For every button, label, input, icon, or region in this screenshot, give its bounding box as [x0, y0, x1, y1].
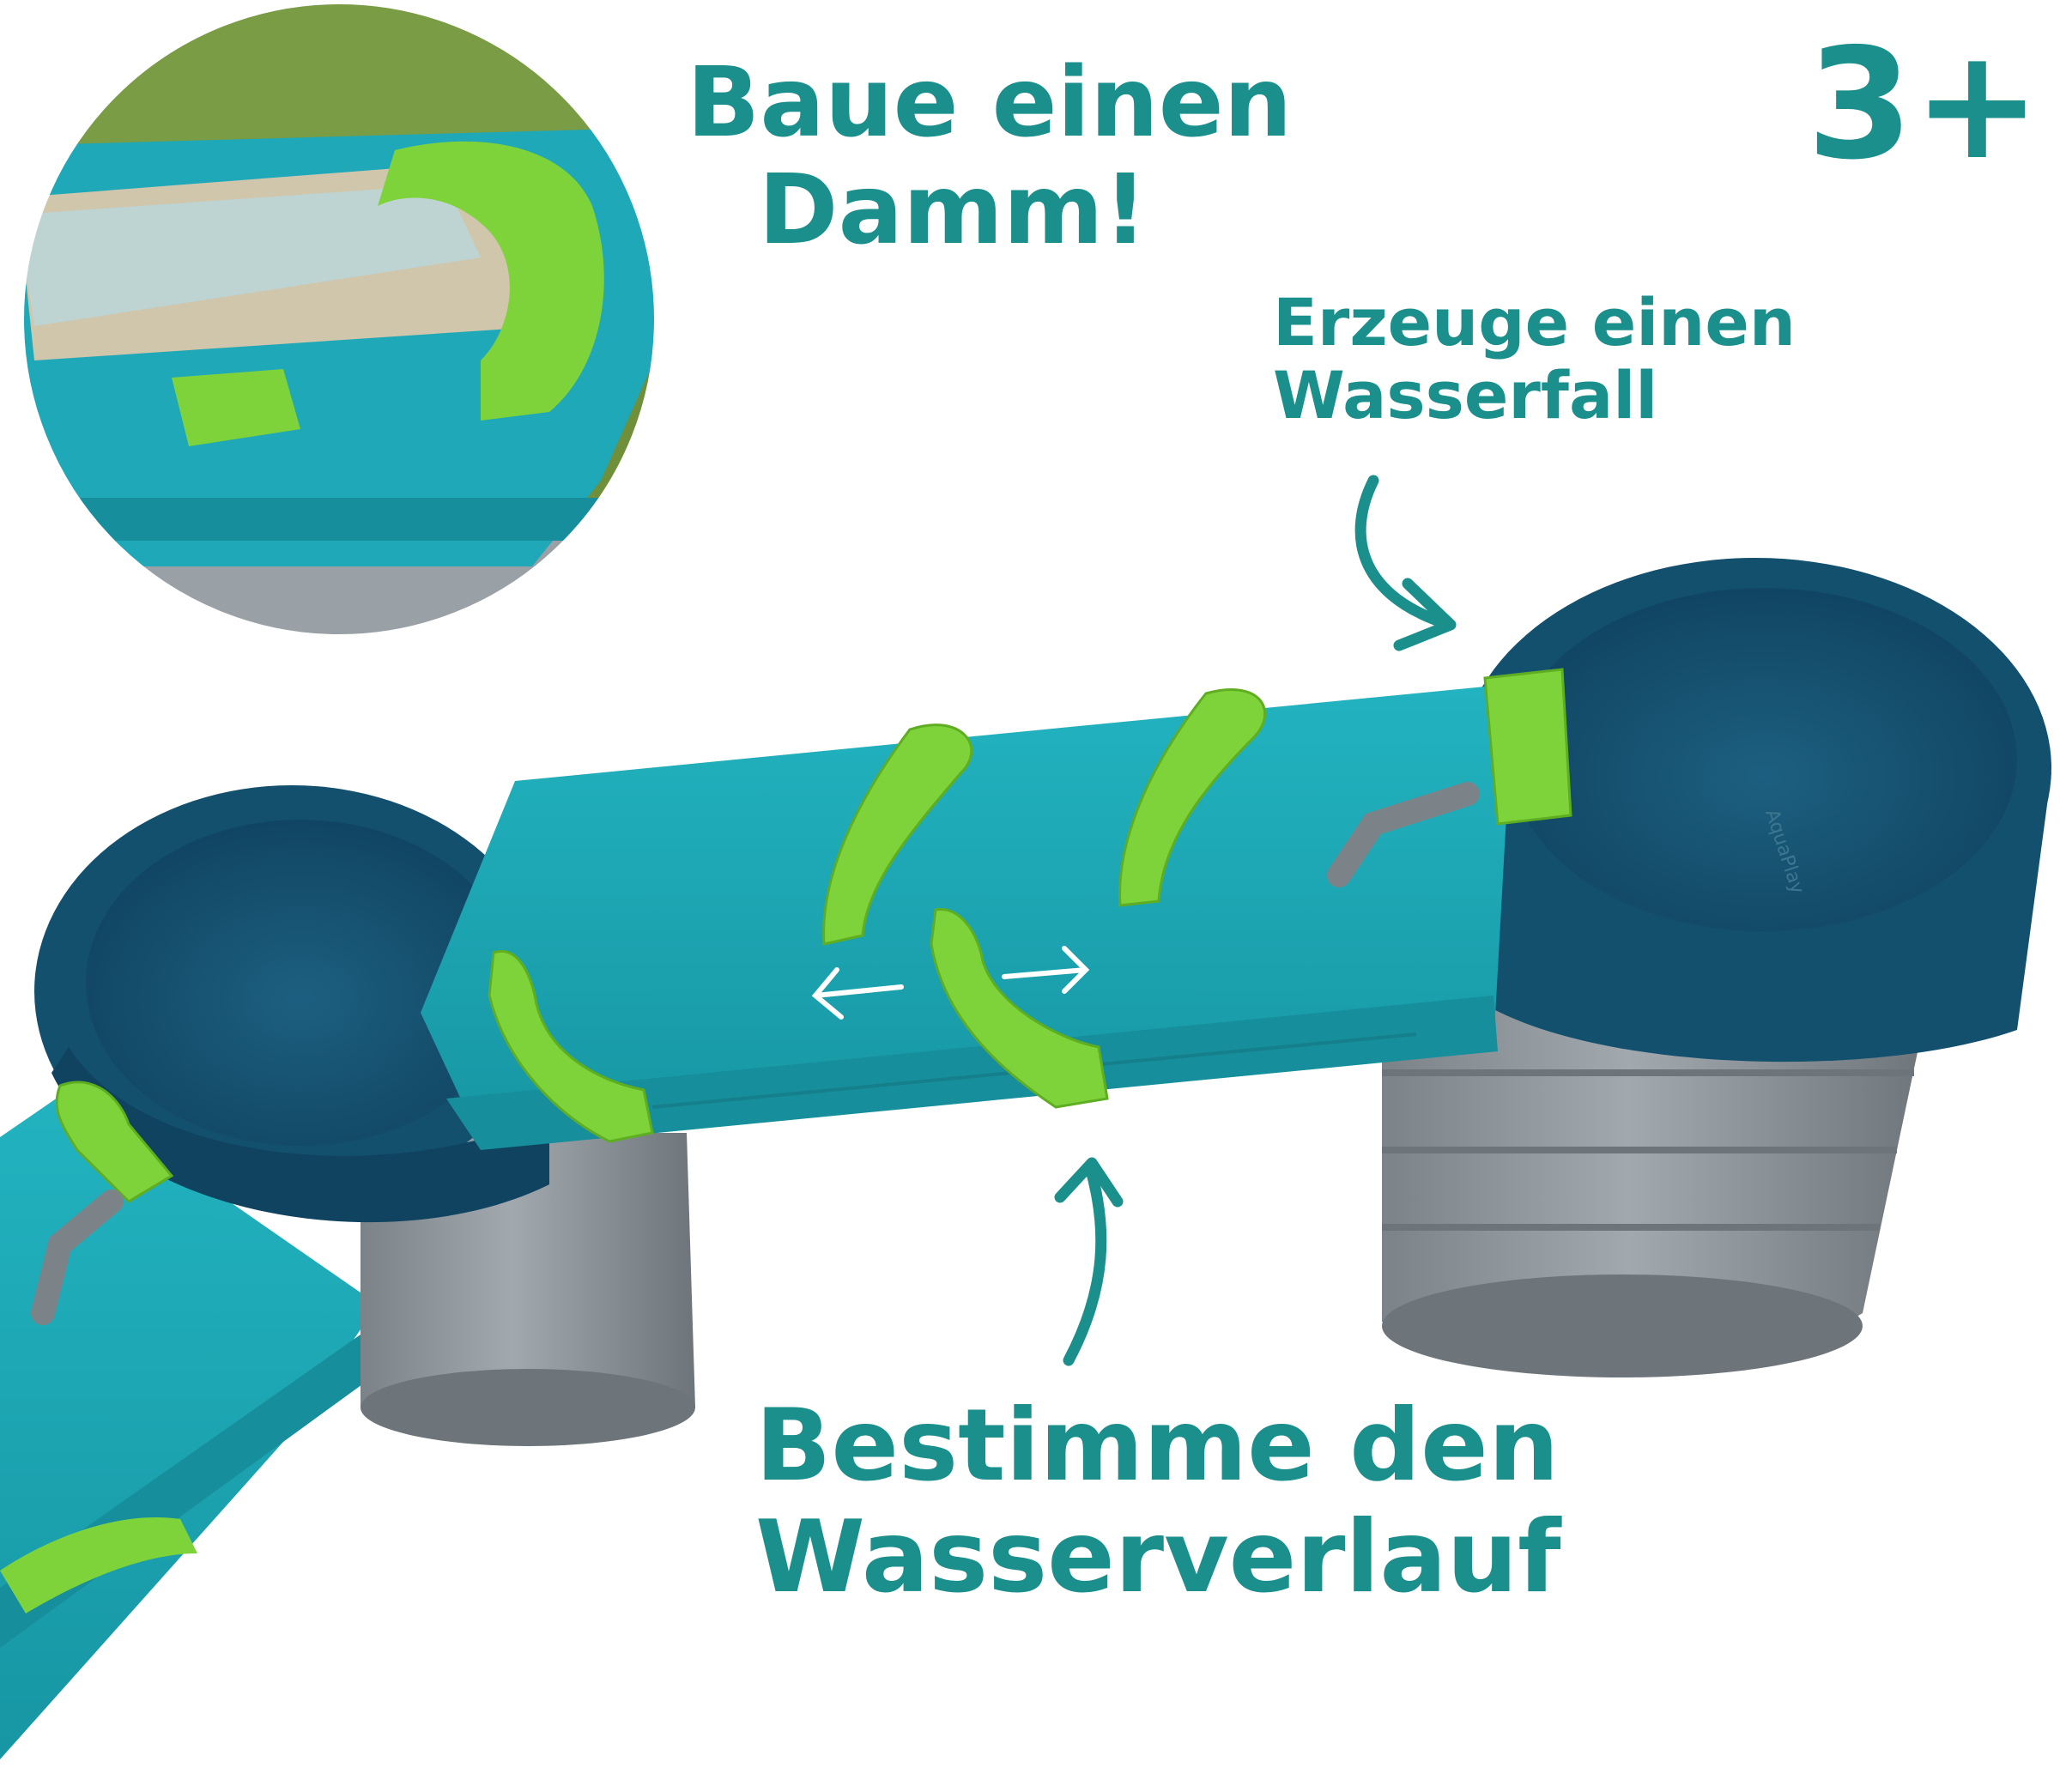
right-pillar	[1382, 987, 1931, 1377]
waterflow-callout: Bestimme den Wasserverlauf	[755, 1388, 1561, 1615]
waterflow-callout-line1: Bestimme den	[755, 1388, 1560, 1504]
lower-channel	[0, 1090, 378, 1759]
dam-callout: Baue einen Damm!	[687, 47, 1293, 267]
dam-locks	[55, 668, 1572, 1203]
pointer-arrow-waterflow	[1054, 1157, 1124, 1366]
left-basin	[34, 785, 549, 1223]
dam-closeup-inset	[19, 0, 659, 639]
waterfall-callout: Erzeuge einen Wasserfall	[1273, 286, 1796, 432]
dam-callout-line1: Baue einen	[687, 47, 1293, 159]
waterflow-callout-line2: Wasserverlauf	[755, 1498, 1561, 1615]
pointer-arrow-waterfall	[1354, 475, 1457, 651]
spouts	[31, 782, 1480, 1325]
waterfall-callout-line2: Wasserfall	[1273, 357, 1658, 434]
right-basin	[1459, 558, 2051, 1062]
slide-arrows	[811, 946, 1090, 1020]
dam-callout-line2: Damm!	[758, 154, 1148, 267]
age-badge: 3+	[1807, 15, 2041, 193]
waterfall-callout-line1: Erzeuge einen	[1273, 284, 1796, 360]
